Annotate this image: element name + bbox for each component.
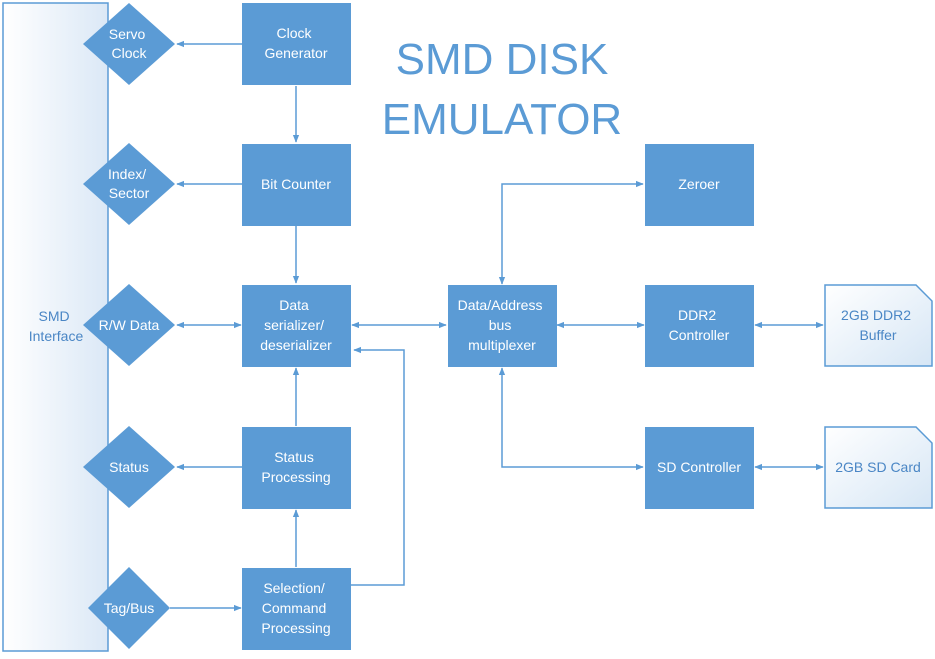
block-selection-command: Selection/ Command Processing [242, 568, 351, 650]
storage-sd-card: 2GB SD Card [824, 426, 933, 509]
ddr2-controller-label: DDR2 Controller [669, 307, 730, 343]
selection-command-label: Selection/ Command Processing [261, 580, 330, 636]
index-sector-label: Index/ Sector [108, 166, 150, 201]
diagram-title-line-2: EMULATOR [382, 95, 622, 144]
signal-tag-bus: Tag/Bus [88, 567, 170, 649]
status-signal-label: Status [109, 459, 149, 475]
block-bus-multiplexer: Data/Address bus multiplexer [448, 285, 557, 367]
bus-multiplexer-label: Data/Address bus multiplexer [458, 297, 547, 353]
signal-servo-clock: Servo Clock [83, 3, 175, 85]
data-serializer-label: Data serializer/ deserializer [260, 297, 332, 353]
sd-controller-label: SD Controller [657, 459, 741, 475]
block-bit-counter: Bit Counter [242, 144, 351, 226]
arrow-mux-sdcontroller [498, 367, 644, 471]
sd-card-label: 2GB SD Card [835, 459, 921, 475]
ddr2-buffer-label: 2GB DDR2 Buffer [841, 307, 915, 343]
block-sd-controller: SD Controller [645, 427, 754, 509]
block-ddr2-controller: DDR2 Controller [645, 285, 754, 367]
tag-bus-label: Tag/Bus [104, 600, 155, 616]
block-zeroer: Zeroer [645, 144, 754, 226]
block-data-serializer: Data serializer/ deserializer [242, 285, 351, 367]
rw-data-label: R/W Data [99, 317, 160, 333]
arrow-selection-to-serializer [351, 346, 405, 586]
status-processing-label: Status Processing [261, 449, 330, 485]
bit-counter-label: Bit Counter [261, 176, 331, 192]
zeroer-label: Zeroer [678, 176, 720, 192]
block-clock-generator: Clock Generator [242, 3, 351, 85]
storage-ddr2-buffer: 2GB DDR2 Buffer [824, 284, 933, 367]
signal-rw-data: R/W Data [83, 284, 175, 366]
diagram-title-line-1: SMD DISK [396, 35, 609, 84]
arrow-mux-zeroer [498, 180, 644, 285]
servo-clock-label: Servo Clock [109, 26, 149, 61]
smd-interface-label: SMD Interface [29, 308, 84, 344]
signal-index-sector: Index/ Sector [83, 143, 175, 225]
signal-status: Status [83, 426, 175, 508]
connectors [170, 40, 824, 612]
clock-generator-label: Clock Generator [264, 25, 327, 61]
block-status-processing: Status Processing [242, 427, 351, 509]
